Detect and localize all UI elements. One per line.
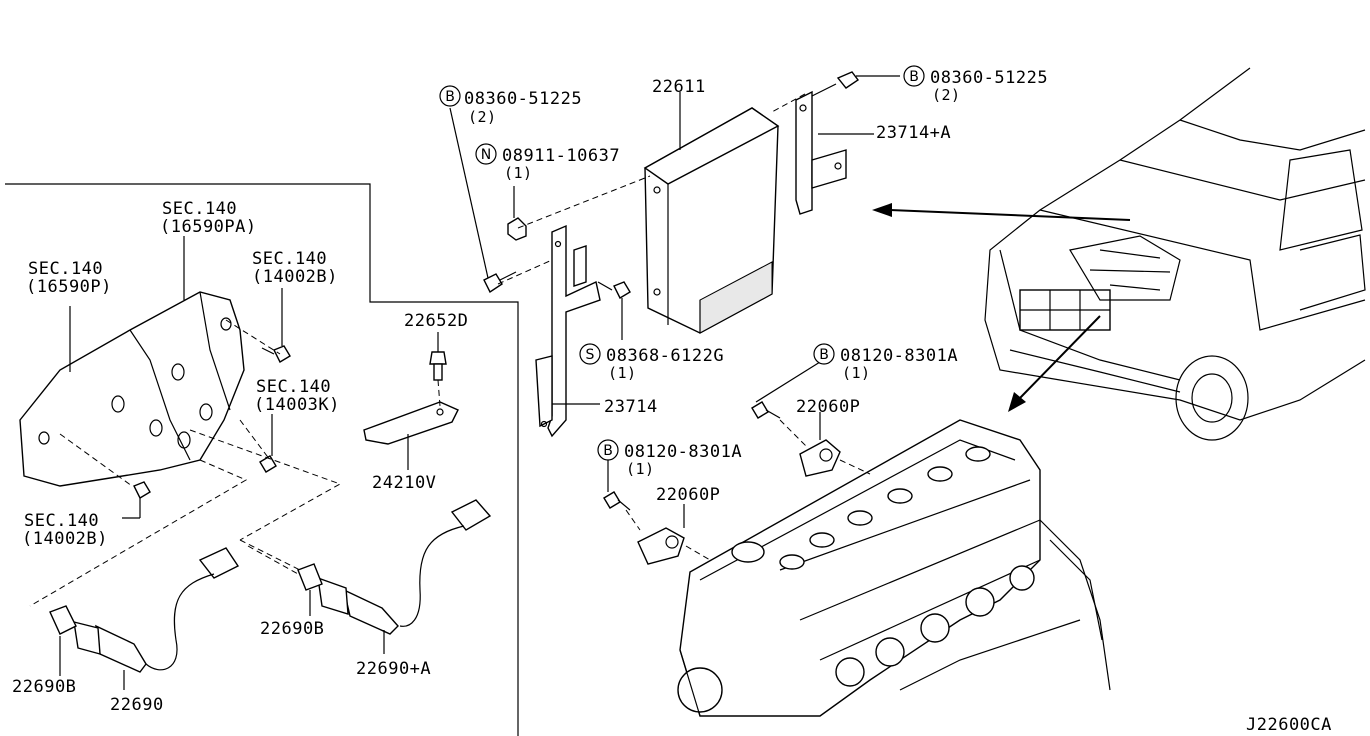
shield-bolt-mid	[259, 414, 277, 473]
symbol-s: S	[586, 347, 595, 363]
label-ecu: 22611	[652, 77, 706, 97]
diagram-code: J22600CA	[1246, 715, 1332, 735]
screw-s	[597, 281, 631, 340]
symbol-circle-b	[597, 439, 619, 461]
bracket-23714a	[795, 90, 874, 215]
inset-frame	[5, 183, 519, 736]
symbol-n: N	[481, 147, 491, 163]
symbol-circle-b	[439, 85, 461, 107]
symbol-b-left: B	[445, 89, 455, 105]
symbol-circle-s	[579, 343, 601, 365]
qty-nut-n: (1)	[504, 164, 533, 182]
symbol-circle-n	[475, 143, 497, 165]
qty-bolt-b-right: (2)	[932, 86, 961, 104]
bolt-22652d	[429, 332, 447, 381]
label-ref-14003k: (14003K)	[254, 395, 340, 415]
label-bolt-22652d: 22652D	[404, 311, 468, 331]
label-bolt-b-right: 08360-51225	[930, 68, 1048, 88]
label-ref-14002b-bottom: (14002B)	[22, 529, 108, 549]
nut-n	[507, 186, 527, 241]
label-sec-14003k: SEC.140	[256, 377, 331, 397]
bracket-23714	[535, 224, 601, 438]
label-o2-22690: 22690	[110, 695, 164, 715]
bracket-24210v	[363, 401, 459, 470]
engine-illustration	[677, 419, 1111, 717]
shield-bolt-bottom	[122, 481, 151, 519]
bolt-upper	[751, 361, 821, 419]
label-o2-22690b-left: 22690B	[12, 677, 76, 697]
label-nut-n: 08911-10637	[502, 146, 620, 166]
label-bolt-b-left: 08360-51225	[464, 89, 582, 109]
symbol-b-upper: B	[819, 347, 829, 363]
arrows	[872, 203, 1131, 412]
label-sec-16590pa: SEC.140	[162, 199, 237, 219]
label-sec-14002b-top: SEC.140	[252, 249, 327, 269]
sensor-22060p-upper	[799, 412, 841, 477]
bolt-lower	[603, 460, 631, 511]
qty-bolt-b-lower: (1)	[626, 460, 655, 478]
label-sec-16590p: SEC.140	[28, 259, 103, 279]
label-sensor-lower: 22060P	[656, 485, 720, 505]
symbol-circle-b	[903, 65, 925, 87]
label-bracket: 23714	[604, 397, 658, 417]
heat-shield	[19, 291, 245, 487]
o2-sensor-left	[49, 547, 240, 690]
label-ref-16590p: (16590P)	[26, 277, 112, 297]
qty-bolt-b-left: (2)	[468, 108, 497, 126]
label-ref-14002b-top: (14002B)	[252, 267, 338, 287]
vehicle-illustration	[984, 67, 1366, 441]
shield-bolt-top	[261, 288, 291, 363]
label-bracket-a: 23714+A	[876, 123, 951, 143]
bolt-b-left	[449, 107, 517, 294]
qty-bolt-b-upper: (1)	[842, 364, 871, 382]
label-o2-22690b-right: 22690B	[260, 619, 324, 639]
label-ref-16590pa: (16590PA)	[160, 217, 257, 237]
ecu-unit	[643, 92, 780, 334]
symbol-b-lower: B	[603, 443, 613, 459]
label-screw-s: 08368-6122G	[606, 346, 724, 366]
symbol-circle-b	[813, 343, 835, 365]
label-o2-22690a: 22690+A	[356, 659, 431, 679]
label-bolt-b-upper: 08120-8301A	[840, 346, 958, 366]
label-bracket-24210v: 24210V	[372, 473, 436, 493]
label-sec-14002b-bottom: SEC.140	[24, 511, 99, 531]
label-sensor-upper: 22060P	[796, 397, 860, 417]
o2-sensor-right	[297, 499, 492, 654]
sensor-22060p-lower	[637, 504, 685, 565]
symbol-b-right: B	[909, 69, 919, 85]
qty-screw-s: (1)	[608, 364, 637, 382]
bolt-top-right	[811, 71, 900, 97]
label-bolt-b-lower: 08120-8301A	[624, 442, 742, 462]
